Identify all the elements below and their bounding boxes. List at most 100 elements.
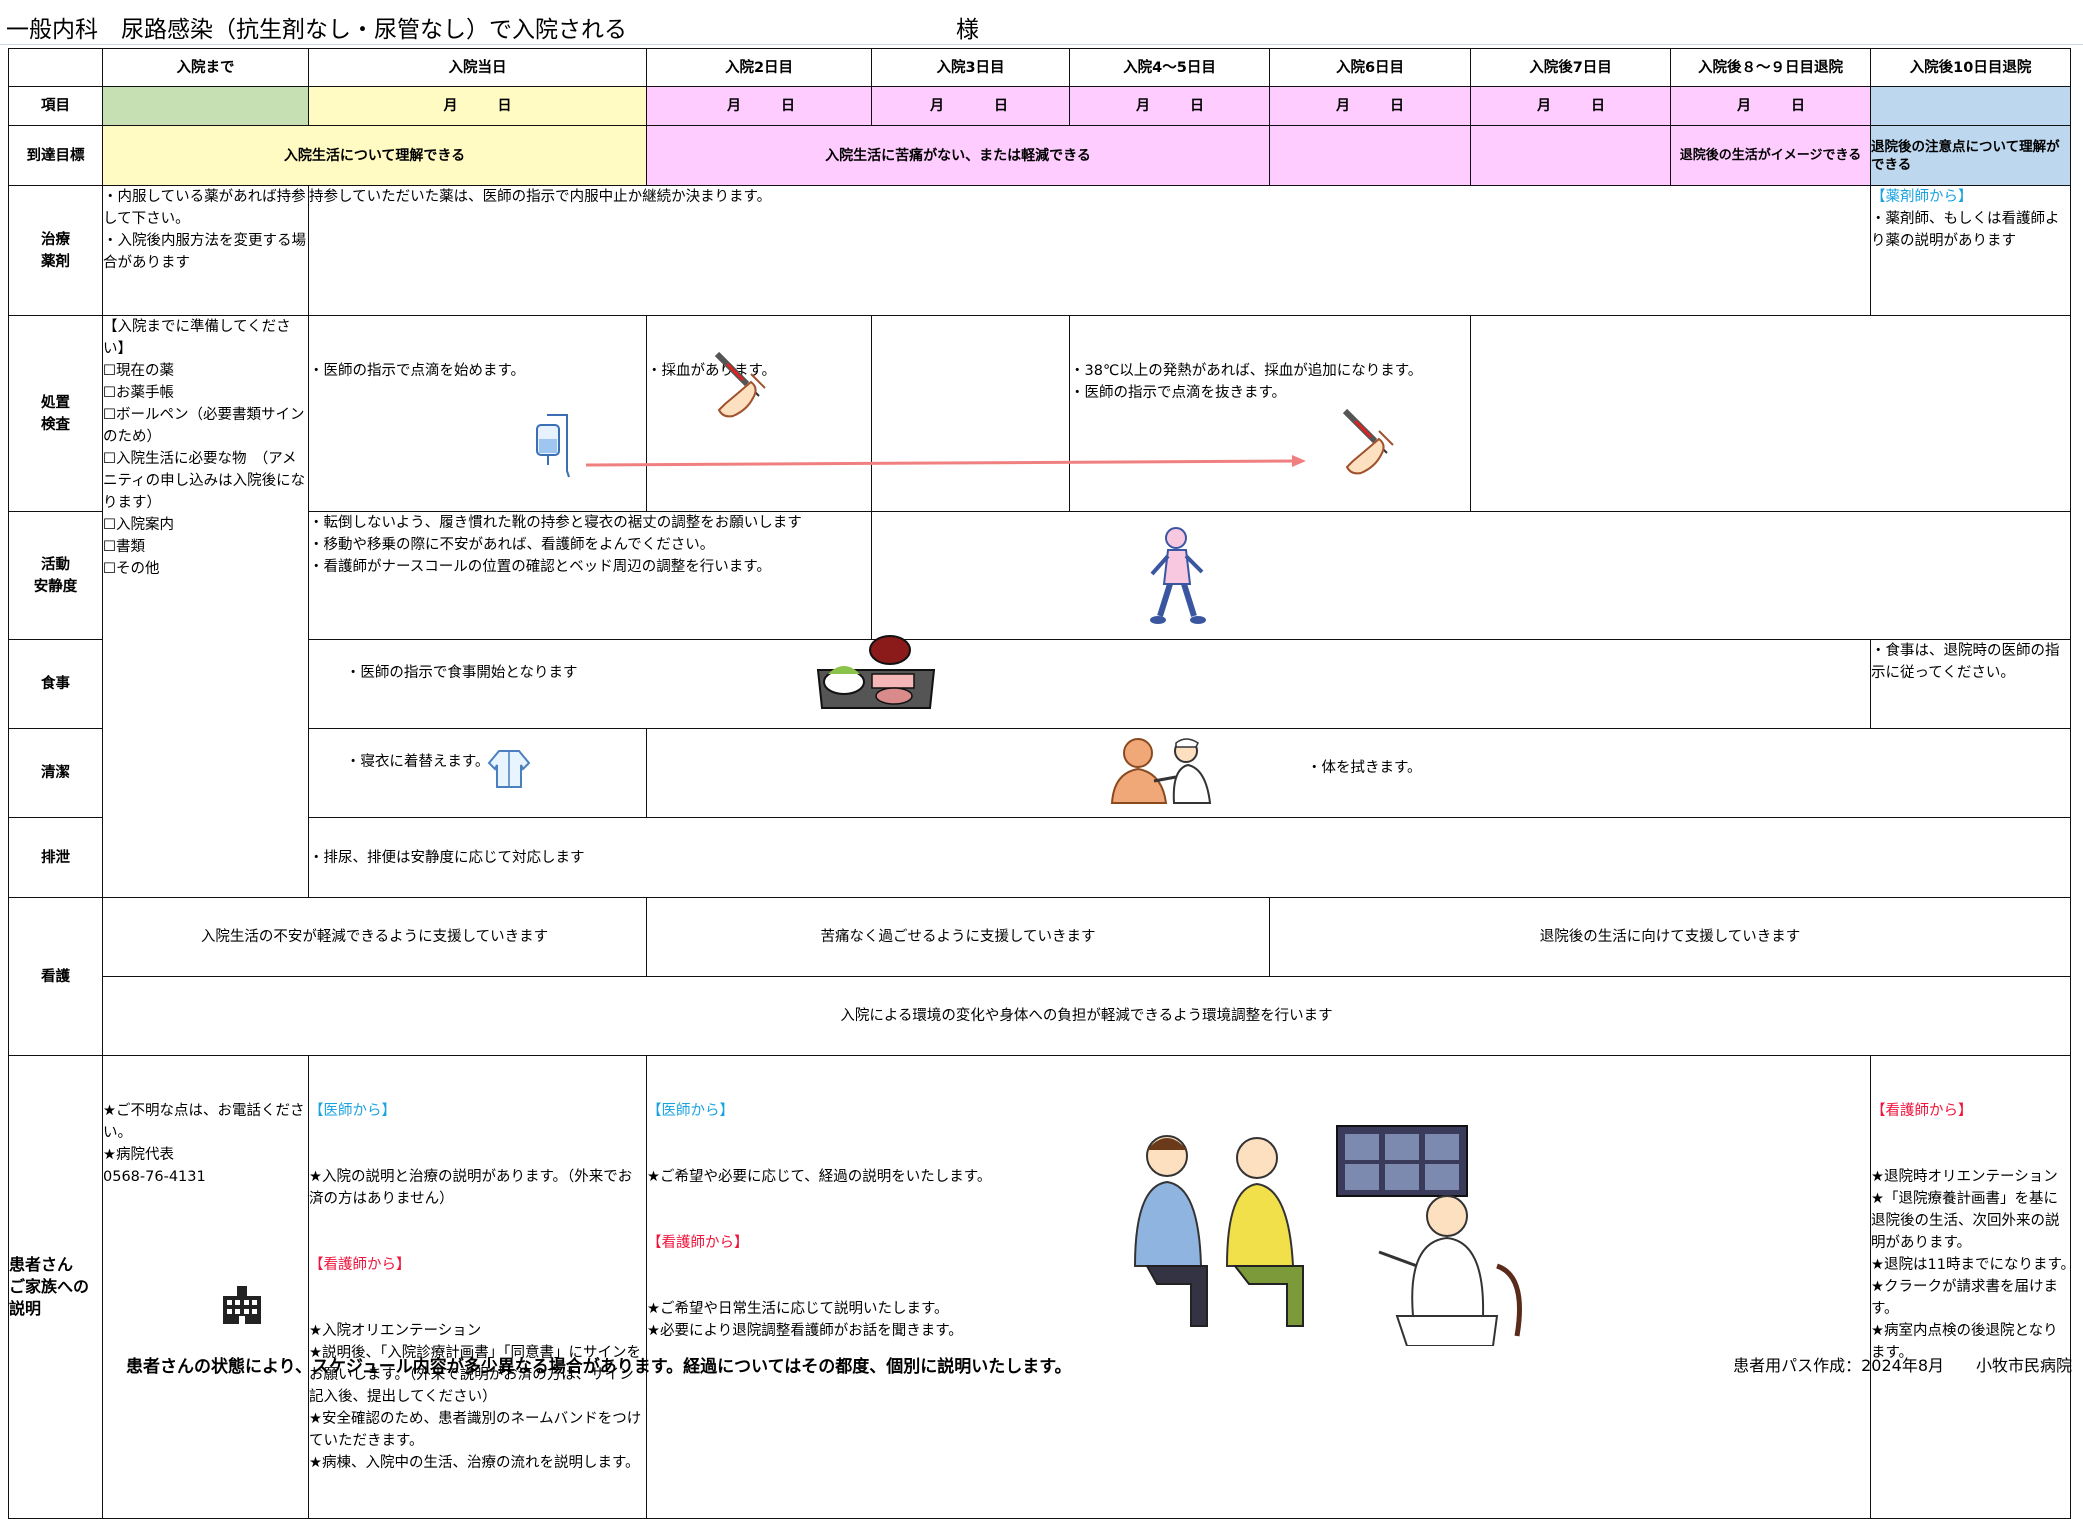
hygiene-day2-text: ・体を拭きます。: [1307, 760, 1422, 776]
excretion-text: ・排尿、排便は安静度に応じて対応します: [308, 817, 2071, 898]
col-header-day3: 入院3日目: [871, 48, 1070, 87]
day-label: 日: [1390, 98, 1404, 114]
footer-row: 患者さんの状態により、スケジュール内容が多少異なる場合があります。経過については…: [8, 1350, 2076, 1377]
hygiene-day1-text: ・寝衣に着替えます。: [345, 754, 490, 770]
month-label: 月: [930, 98, 944, 114]
excretion-row: 排泄 ・排尿、排便は安静度に応じて対応します: [8, 817, 2071, 898]
goal-empty-day7: [1470, 125, 1671, 186]
doctor-heading: 【医師から】: [309, 1103, 396, 1119]
sheet-title: 一般内科 尿路感染（抗生剤なし・尿管なし）で入院される: [6, 17, 627, 43]
procedure-day4-5-text: ・38℃以上の発熱があれば、採血が追加になります。 ・医師の指示で点滴を抜きます…: [1070, 363, 1423, 401]
preparation-checklist: 【入院までに準備してください】 ☐現在の薬 ☐お薬手帳 ☐ボールペン（必要書類サ…: [102, 315, 309, 898]
doctor-heading: 【医師から】: [647, 1103, 734, 1119]
nursing-anxiety: 入院生活の不安が軽減できるように支援していきます: [102, 897, 647, 977]
row-label-activity: 活動 安静度: [8, 511, 103, 640]
nurse-explain-discharge: ★退院時オリエンテーション ★「退院療養計画書」を基に退院後の生活、次回外来の説…: [1871, 1169, 2068, 1361]
nursing-row-2: 入院による環境の変化や身体への負担が軽減できるよう環境調整を行います: [9, 976, 2071, 1056]
goal-row: 到達目標 入院生活について理解できる 入院生活に苦痛がない、または軽減できる 退…: [8, 125, 2071, 186]
goal-imagine-life: 退院後の生活がイメージできる: [1670, 125, 1871, 186]
row-label-item: 項目: [8, 86, 103, 126]
row-label-explanation: 患者さん ご家族への 説明: [8, 1055, 103, 1519]
col-header-day7: 入院後7日目: [1470, 48, 1671, 87]
activity-after: [871, 511, 2071, 640]
row-label-procedure: 処置 検査: [8, 315, 103, 512]
creation-info: 患者用パス作成：2024年8月 小牧市民病院: [1733, 1356, 2072, 1375]
sheet-title-row: 一般内科 尿路感染（抗生剤なし・尿管なし）で入院される 様: [0, 0, 2083, 45]
doctor-explain-day1: ★入院の説明と治療の説明があります。（外来でお済の方はありません）: [309, 1169, 633, 1207]
procedure-day2-text: ・採血があります。: [647, 363, 777, 379]
meal-row: 食事 ・医師の指示で食事開始となります ・食事は、退院時の医師の指示に従ってくだ…: [8, 635, 2071, 729]
contact-text: ★ご不明な点は、お電話ください。 ★病院代表 0568-76-4131: [103, 1103, 305, 1185]
row-label-goal: 到達目標: [8, 125, 103, 186]
blood-draw-icon: [1342, 408, 1394, 475]
col-header-day2: 入院2日目: [646, 48, 872, 87]
date-cell-day1: 月日: [308, 86, 647, 126]
month-label: 月: [1336, 98, 1350, 114]
date-cell-day10: [1870, 86, 2071, 126]
col-header-before-admission: 入院まで: [102, 48, 309, 87]
col-header-day10: 入院後10日目退院: [1870, 48, 2071, 87]
col-header-day1: 入院当日: [308, 48, 647, 87]
activity-row: 活動 安静度 ・転倒しないよう、履き慣れた靴の持参と寝衣の裾丈の調整をお願いしま…: [8, 511, 2071, 640]
meal-tray-icon: [816, 635, 936, 709]
goal-discharge-notes: 退院後の注意点について理解ができる: [1870, 125, 2071, 186]
nurse-explain-day1: ★入院オリエンテーション ★説明後、「入院診療計画書」「同意書」にサインをお願い…: [309, 1323, 642, 1471]
row-label-hygiene: 清潔: [8, 728, 103, 818]
procedure-day7-10: [1470, 315, 2071, 512]
nursing-row-1: 看護 入院生活の不安が軽減できるように支援していきます 苦痛なく過ごせるように支…: [8, 897, 2071, 1056]
date-row: 項目 月日 月日 月日 月日 月日 月日 月日: [8, 86, 2071, 126]
meal-discharge: ・食事は、退院時の医師の指示に従ってください。: [1870, 639, 2071, 729]
nurse-explain-day2: ★ご希望や日常生活に応じて説明いたします。 ★必要により退院調整看護師がお話を聞…: [647, 1301, 963, 1339]
explanation-row: 患者さん ご家族への 説明 ★ご不明な点は、お電話ください。 ★病院代表 056…: [8, 1055, 2071, 1519]
col-header-day4-5: 入院4～5日目: [1069, 48, 1270, 87]
procedure-day2: ・採血があります。: [646, 315, 872, 512]
month-label: 月: [1136, 98, 1150, 114]
date-cell-before: [102, 86, 309, 126]
clinical-path-table: 入院まで 入院当日 入院2日目 入院3日目 入院4～5日目 入院6日目 入院後7…: [8, 48, 2071, 1519]
blood-draw-icon: [714, 351, 766, 418]
procedure-day1: ・医師の指示で点滴を始めます。: [308, 315, 647, 512]
goal-admission-understanding: 入院生活について理解できる: [102, 125, 647, 186]
date-cell-day4-5: 月日: [1069, 86, 1270, 126]
day-label: 日: [994, 98, 1008, 114]
explain-day1: 【医師から】 ★入院の説明と治療の説明があります。（外来でお済の方はありません）…: [308, 1055, 647, 1519]
col-header-day8-9: 入院後８～９日目退院: [1670, 48, 1871, 87]
iv-duration-arrow: [585, 455, 1306, 467]
corner-cell: [8, 48, 103, 87]
col-header-day6: 入院6日目: [1269, 48, 1471, 87]
day-label: 日: [1791, 98, 1805, 114]
treatment-before: ・内服している薬があれば持参して下さい。 ・入院後内服方法を変更する場合がありま…: [102, 185, 309, 316]
date-cell-day3: 月日: [871, 86, 1070, 126]
date-cell-day8-9: 月日: [1670, 86, 1871, 126]
hygiene-row: 清潔 ・寝衣に着替えます。 ・体を拭きます。: [8, 728, 2071, 818]
goal-empty-day6: [1269, 125, 1471, 186]
month-label: 月: [443, 98, 458, 114]
nurse-heading: 【看護師から】: [309, 1257, 411, 1273]
row-label-meal: 食事: [8, 639, 103, 729]
nurse-heading: 【看護師から】: [647, 1235, 749, 1251]
doctor-consultation-illustration: [1133, 1125, 1522, 1346]
explain-discharge: 【看護師から】 ★退院時オリエンテーション ★「退院療養計画書」を基に退院後の生…: [1870, 1055, 2071, 1519]
hospital-building-icon: [223, 1286, 261, 1324]
patient-name-suffix: 様: [956, 17, 979, 43]
meal-start-text: ・医師の指示で食事開始となります: [345, 665, 578, 681]
explain-day2-9: 【医師から】 ★ご希望や必要に応じて、経過の説明をいたします。 【看護師から】 …: [646, 1055, 1871, 1519]
date-cell-day6: 月日: [1269, 86, 1471, 126]
date-cell-day7: 月日: [1470, 86, 1671, 126]
row-label-excretion: 排泄: [8, 817, 103, 898]
treatment-discharge: 【薬剤師から】・薬剤師、もしくは看護師より薬の説明があります: [1870, 185, 2071, 316]
procedure-row: 処置 検査 【入院までに準備してください】 ☐現在の薬 ☐お薬手帳 ☐ボールペン…: [8, 315, 2071, 898]
hygiene-day1: ・寝衣に着替えます。: [308, 728, 647, 818]
activity-text: ・転倒しないよう、履き慣れた靴の持参と寝衣の裾丈の調整をお願いします ・移動や移…: [308, 511, 872, 640]
day-label: 日: [1591, 98, 1605, 114]
month-label: 月: [727, 98, 741, 114]
body-wiping-icon: [1110, 738, 1212, 804]
row-label-nursing: 看護: [8, 897, 103, 1056]
month-label: 月: [1537, 98, 1551, 114]
hygiene-after: ・体を拭きます。: [646, 728, 2071, 818]
treatment-during: 持参していただいた薬は、医師の指示で内服中止か継続か決まります。: [308, 185, 1871, 316]
meal-text: ・医師の指示で食事開始となります: [308, 635, 1871, 729]
gown-icon: [487, 750, 531, 788]
goal-no-pain: 入院生活に苦痛がない、または軽減できる: [646, 125, 1270, 186]
